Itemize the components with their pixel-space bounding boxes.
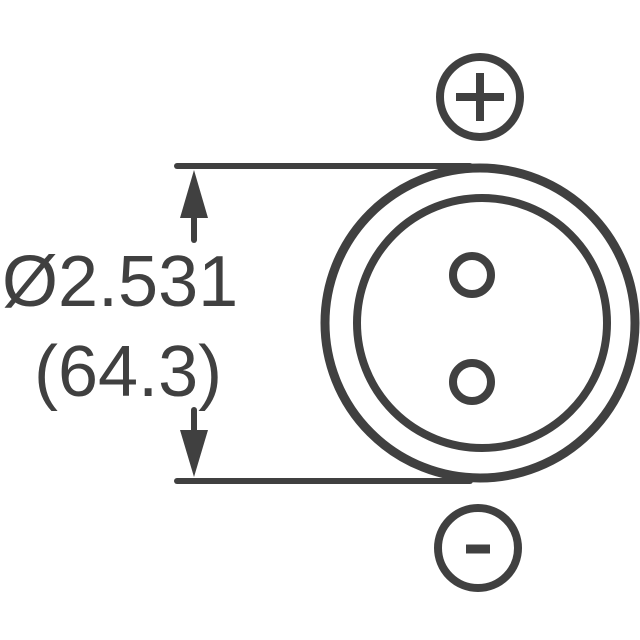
plus-icon	[456, 73, 504, 121]
negative-marker-circle	[434, 504, 522, 592]
diameter-mm-label: (64.3)	[34, 332, 222, 412]
diameter-inches-label: Ø2.531	[2, 242, 238, 322]
arrow-down-icon	[180, 430, 208, 477]
terminal-hole-bottom	[449, 359, 495, 405]
positive-marker-circle	[436, 53, 524, 141]
outer-body-circle	[320, 163, 640, 483]
arrow-up-icon	[180, 170, 208, 218]
inner-body-circle	[353, 194, 611, 452]
terminal-hole-top	[449, 252, 495, 298]
